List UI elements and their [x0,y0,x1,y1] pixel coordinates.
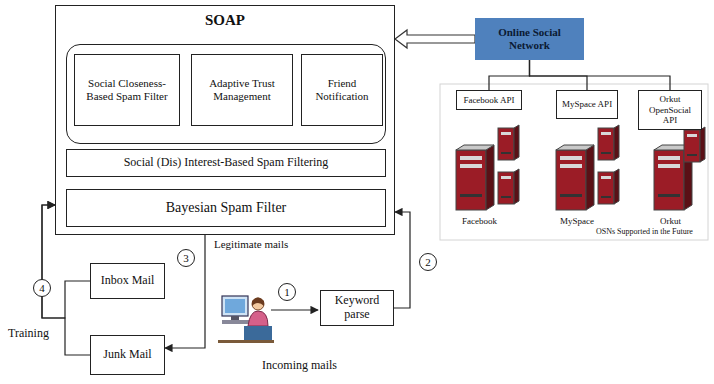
node-text: Inbox Mail [98,274,158,288]
mailbox-box: Junk Mail [90,335,165,375]
flow-label: Legitimate mails [214,238,288,250]
callout-number: 1 [278,283,296,301]
incoming-arrow [271,309,318,310]
osn-group-frame [440,84,708,240]
network-box: Online Social Network [475,18,584,60]
node-text: Keyword parse [321,294,393,322]
note-label: OSNs Supported in the Future [596,227,693,236]
node-text: Facebook API [460,95,517,105]
callout-number: 3 [177,249,195,267]
filter-band: Social (Dis) Interest-Based Spam Filteri… [66,149,386,177]
api-box: MySpace API [556,90,618,119]
flow-label: Training [8,326,49,341]
mailbox-box: Inbox Mail [90,263,165,299]
node-text: Social Closeness-Based Spam Filter [75,77,179,102]
api-box: Facebook API [456,90,522,110]
node-text: Junk Mail [100,348,154,362]
filter-band: Bayesian Spam Filter [66,189,386,227]
tree-line [530,60,671,90]
node-text: Adaptive Trust Management [192,77,292,102]
flow-arrow [165,235,205,348]
server-label: Orkut [660,216,681,226]
callout-number: 2 [419,253,437,271]
node-text: MySpace API [559,99,615,109]
node-text: Bayesian Spam Filter [163,200,290,216]
server-label: Facebook [462,216,497,226]
notification-box: Friend Notification [301,54,383,126]
node-text: Online Social Network [476,26,583,51]
filter-box: Social Closeness-Based Spam Filter [74,54,180,126]
system-box: SOAP Social Closeness-Based Spam Filter Ad… [55,5,395,235]
node-text: SOAP [56,12,394,29]
server-label: MySpace [560,216,594,226]
node-text: Friend Notification [302,77,382,102]
callout-number: 4 [33,279,51,297]
tree-line [489,60,530,90]
user-computer-icon [218,296,274,343]
data-feed-arrow [395,30,475,48]
trust-box: Adaptive Trust Management [191,54,293,126]
node-text: Social (Dis) Interest-Based Spam Filteri… [121,156,332,170]
flow-label: Incoming mails [262,358,337,373]
tree-line [530,60,588,90]
node-text: Orkut OpenSocial API [639,94,701,125]
server-icons [456,125,705,210]
api-box: Orkut OpenSocial API [638,90,702,130]
flow-arrow [394,212,410,308]
process-box: Keyword parse [320,290,394,326]
